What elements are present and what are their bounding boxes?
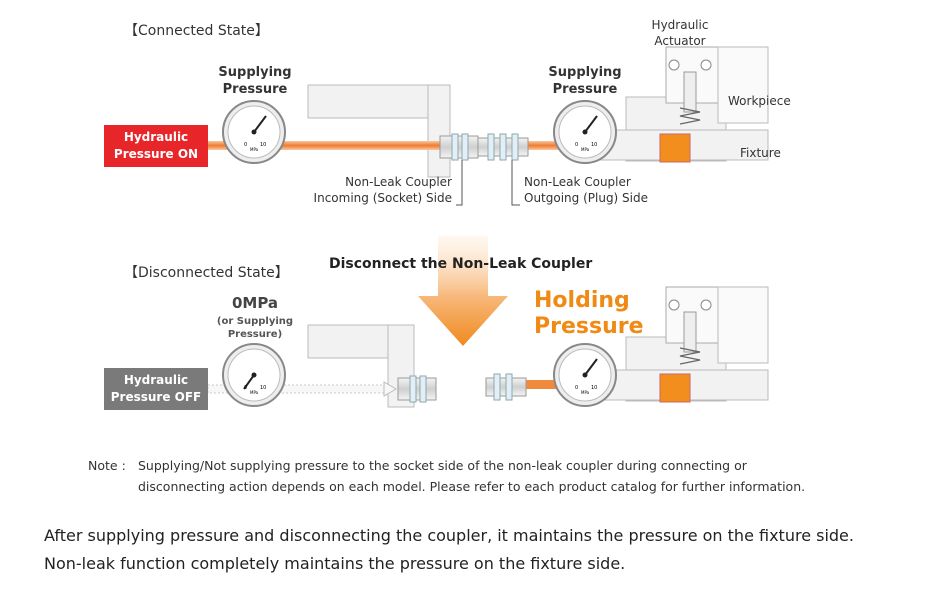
fixture-block-bottom — [595, 286, 769, 403]
pressure-pipe-on — [208, 141, 648, 150]
holding-line1: Holding — [534, 288, 630, 313]
off-arrowhead — [383, 381, 397, 397]
coupler-plug-top — [477, 133, 529, 161]
note-line1: Supplying/Not supplying pressure to the … — [138, 458, 747, 473]
hyd-off-line1: Hydraulic — [123, 373, 189, 387]
coupler-socket-top — [439, 133, 479, 161]
supply-label-right: Supplying Pressure — [535, 64, 635, 98]
socket-line2: Incoming (Socket) Side — [313, 191, 452, 205]
gauge-min-tr: 0 — [575, 142, 578, 148]
workpiece-label: Workpiece — [728, 94, 791, 108]
coupler-socket-bottom — [397, 375, 437, 403]
summary-line2: Non-leak function completely maintains t… — [44, 554, 626, 573]
holding-pressure-label: Holding Pressure — [534, 288, 644, 340]
or-supplying-label: (or Supplying Pressure) — [210, 315, 300, 341]
zero-mpa-label: 0MPa — [231, 294, 279, 312]
gauge-max-bl: 10 — [260, 385, 266, 391]
pressure-gauge-top-right: 0 10 MPa — [553, 100, 617, 164]
gauge-unit-tr: MPa — [581, 147, 590, 152]
gauge-max-br: 10 — [591, 385, 597, 391]
fixture-pressure-fill-top — [659, 133, 691, 163]
hyd-on-line1: Hydraulic — [123, 130, 189, 144]
holding-line2: Pressure — [534, 314, 644, 339]
note-prefix: Note : — [88, 458, 126, 473]
connected-state-title: 【Connected State】 — [124, 23, 269, 39]
left-bracket-top — [307, 84, 451, 178]
actuator-label: Hydraulic Actuator — [640, 17, 720, 49]
summary-line1: After supplying pressure and disconnecti… — [44, 526, 854, 545]
plug-leader-line — [511, 160, 520, 206]
or-supply-line2: Pressure) — [227, 329, 283, 340]
supply-left-line2: Pressure — [222, 82, 288, 97]
pressure-gauge-bottom-right: 0 10 MPa — [553, 343, 617, 407]
plug-side-label: Non-Leak Coupler Outgoing (Plug) Side — [524, 174, 674, 206]
socket-side-label: Non-Leak Coupler Incoming (Socket) Side — [300, 174, 452, 206]
transition-label: Disconnect the Non-Leak Coupler — [329, 256, 593, 272]
plug-line2: Outgoing (Plug) Side — [524, 191, 649, 205]
pressure-gauge-bottom-left: 0 10 MPa — [222, 343, 286, 407]
disconnected-state-title: 【Disconnected State】 — [124, 265, 289, 281]
hyd-on-line2: Pressure ON — [113, 147, 199, 161]
socket-line1: Non-Leak Coupler — [345, 175, 452, 189]
supply-label-left: Supplying Pressure — [205, 64, 305, 98]
pressure-gauge-top-left: 0 10 MPa — [222, 100, 286, 164]
gauge-unit-tl: MPa — [250, 147, 259, 152]
fixture-block-top — [595, 46, 769, 163]
actuator-line2: Actuator — [654, 34, 706, 48]
or-supply-line1: (or Supplying — [216, 316, 294, 327]
socket-leader-line — [456, 160, 463, 206]
supply-right-line2: Pressure — [552, 82, 618, 97]
note-body: Supplying/Not supplying pressure to the … — [138, 455, 898, 497]
fixture-label: Fixture — [740, 146, 781, 160]
supply-right-line1: Supplying — [548, 65, 622, 80]
plug-line1: Non-Leak Coupler — [524, 175, 631, 189]
hyd-off-line2: Pressure OFF — [110, 390, 202, 404]
fixture-pressure-fill-bottom — [659, 373, 691, 403]
actuator-line1: Hydraulic — [651, 18, 709, 32]
gauge-max-tr: 10 — [591, 142, 597, 148]
coupler-plug-bottom — [485, 373, 527, 401]
gauge-min-br: 0 — [575, 385, 578, 391]
disconnect-arrow — [418, 236, 508, 346]
summary-text: After supplying pressure and disconnecti… — [44, 522, 934, 578]
supply-left-line1: Supplying — [218, 65, 292, 80]
gauge-unit-bl: MPa — [250, 390, 259, 395]
hydraulic-off-badge: Hydraulic Pressure OFF — [104, 368, 208, 410]
gauge-max-tl: 10 — [260, 142, 266, 148]
hydraulic-on-badge: Hydraulic Pressure ON — [104, 125, 208, 167]
gauge-min-tl: 0 — [244, 142, 247, 148]
gauge-unit-br: MPa — [581, 390, 590, 395]
gauge-min-bl: 0 — [244, 385, 247, 391]
note-line2: disconnecting action depends on each mod… — [138, 479, 806, 494]
